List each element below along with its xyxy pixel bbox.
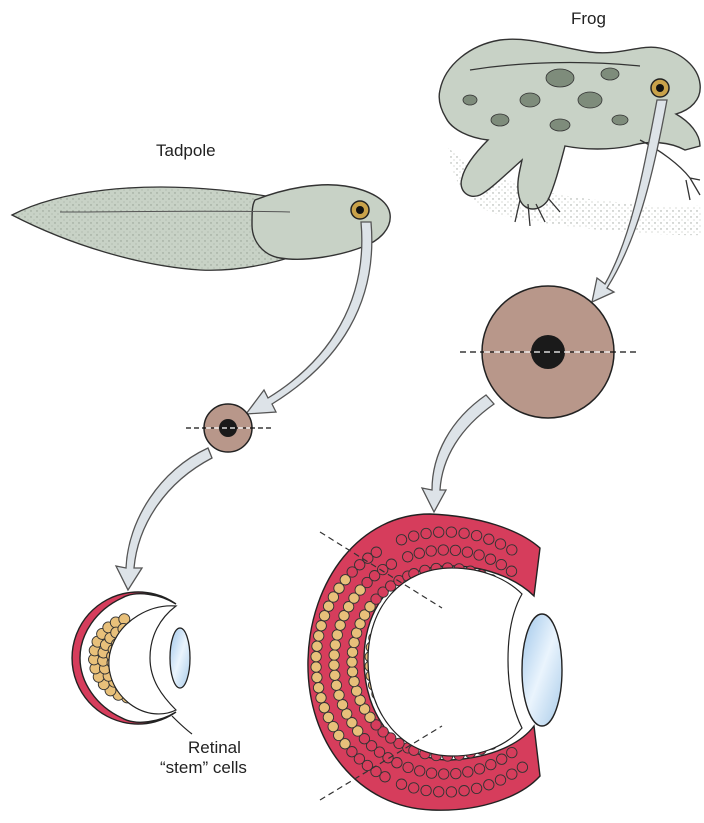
stem-cell bbox=[506, 566, 516, 576]
photoreceptor-cell bbox=[319, 611, 329, 621]
photoreceptor-cell bbox=[332, 630, 342, 640]
stem-cell bbox=[434, 787, 444, 797]
stem-cell bbox=[462, 547, 472, 557]
frog-lens bbox=[522, 614, 562, 726]
photoreceptor-cell bbox=[347, 657, 357, 667]
photoreceptor-cell bbox=[311, 662, 321, 672]
stem-cell bbox=[495, 539, 505, 549]
tadpole-eye-pupil bbox=[356, 206, 364, 214]
retinal-stem-cells-label-line1: Retinal bbox=[188, 738, 247, 758]
tadpole-stem-cell-pointer bbox=[172, 716, 192, 734]
photoreceptor-cell bbox=[314, 631, 324, 641]
stem-cell bbox=[496, 559, 506, 569]
stem-cell bbox=[421, 785, 431, 795]
photoreceptor-cell bbox=[349, 676, 359, 686]
stem-cell bbox=[507, 769, 517, 779]
photoreceptor-cell bbox=[328, 721, 338, 731]
stem-cell bbox=[403, 762, 413, 772]
stem-cell bbox=[507, 545, 517, 555]
frog-retina-inner bbox=[368, 568, 522, 756]
stem-cell bbox=[497, 754, 507, 764]
stem-cell bbox=[486, 759, 496, 769]
photoreceptor-cell bbox=[316, 693, 326, 703]
stem-cell bbox=[495, 775, 505, 785]
photoreceptor-cell bbox=[351, 686, 361, 696]
photoreceptor-cell bbox=[337, 700, 347, 710]
photoreceptor-cell bbox=[319, 703, 329, 713]
stem-cell bbox=[396, 535, 406, 545]
photoreceptor-cell bbox=[329, 660, 339, 670]
photoreceptor-cell bbox=[347, 647, 357, 657]
photoreceptor-cell bbox=[330, 670, 340, 680]
stem-cell bbox=[517, 762, 527, 772]
frog-illustration bbox=[439, 39, 702, 235]
stem-cell bbox=[396, 779, 406, 789]
photoreceptor-cell bbox=[371, 547, 381, 557]
tadpole-illustration bbox=[12, 185, 390, 270]
stem-cell bbox=[434, 527, 444, 537]
stem-cell bbox=[471, 530, 481, 540]
stem-cell bbox=[484, 534, 494, 544]
stem-cell bbox=[446, 527, 456, 537]
stem-cell bbox=[415, 766, 425, 776]
photoreceptor-cell bbox=[313, 683, 323, 693]
stem-cell bbox=[403, 552, 413, 562]
stem-cell bbox=[409, 531, 419, 541]
photoreceptor-cell bbox=[323, 712, 333, 722]
photoreceptor-cell bbox=[386, 559, 396, 569]
arrow-eye-to-tadpole-retina bbox=[116, 448, 212, 590]
stem-cell bbox=[409, 783, 419, 793]
stem-cell bbox=[414, 548, 424, 558]
photoreceptor-cell bbox=[334, 690, 344, 700]
frog-retina-section bbox=[308, 514, 562, 810]
stem-cell bbox=[426, 546, 436, 556]
stem-cell bbox=[446, 787, 456, 797]
photoreceptor-cell bbox=[349, 637, 359, 647]
stem-cell bbox=[438, 545, 448, 555]
stem-cell bbox=[451, 768, 461, 778]
photoreceptor-cell bbox=[330, 640, 340, 650]
photoreceptor-cell bbox=[335, 620, 345, 630]
tadpole-retina-section bbox=[72, 592, 192, 734]
tadpole-lens bbox=[170, 628, 190, 688]
photoreceptor-cell bbox=[312, 672, 322, 682]
frog-eye-pupil bbox=[656, 84, 664, 92]
photoreceptor-cell bbox=[329, 650, 339, 660]
stem-cell bbox=[439, 769, 449, 779]
retinal-stem-cells-label-line2: “stem” cells bbox=[160, 758, 247, 778]
stem-cell bbox=[474, 764, 484, 774]
stem-cell bbox=[459, 786, 469, 796]
photoreceptor-cell bbox=[347, 667, 357, 677]
tadpole-label: Tadpole bbox=[156, 141, 216, 161]
photoreceptor-cell bbox=[323, 601, 333, 611]
photoreceptor-cell bbox=[316, 621, 326, 631]
stem-cell bbox=[507, 747, 517, 757]
stem-cell bbox=[426, 768, 436, 778]
stem-cell bbox=[471, 783, 481, 793]
arrow-eye-to-frog-retina bbox=[422, 395, 494, 512]
photoreceptor-cell bbox=[311, 651, 321, 661]
photoreceptor-cell bbox=[331, 680, 341, 690]
retinal-stem-cells-label: Retinal “stem” cells bbox=[188, 738, 247, 777]
stem-cell bbox=[421, 528, 431, 538]
stem-cell bbox=[485, 554, 495, 564]
stem-cell bbox=[463, 767, 473, 777]
stem-cell bbox=[484, 780, 494, 790]
frog-label: Frog bbox=[571, 9, 606, 29]
photoreceptor-cell bbox=[312, 641, 322, 651]
stem-cell bbox=[459, 528, 469, 538]
stem-cell bbox=[474, 550, 484, 560]
stem-cell bbox=[450, 545, 460, 555]
